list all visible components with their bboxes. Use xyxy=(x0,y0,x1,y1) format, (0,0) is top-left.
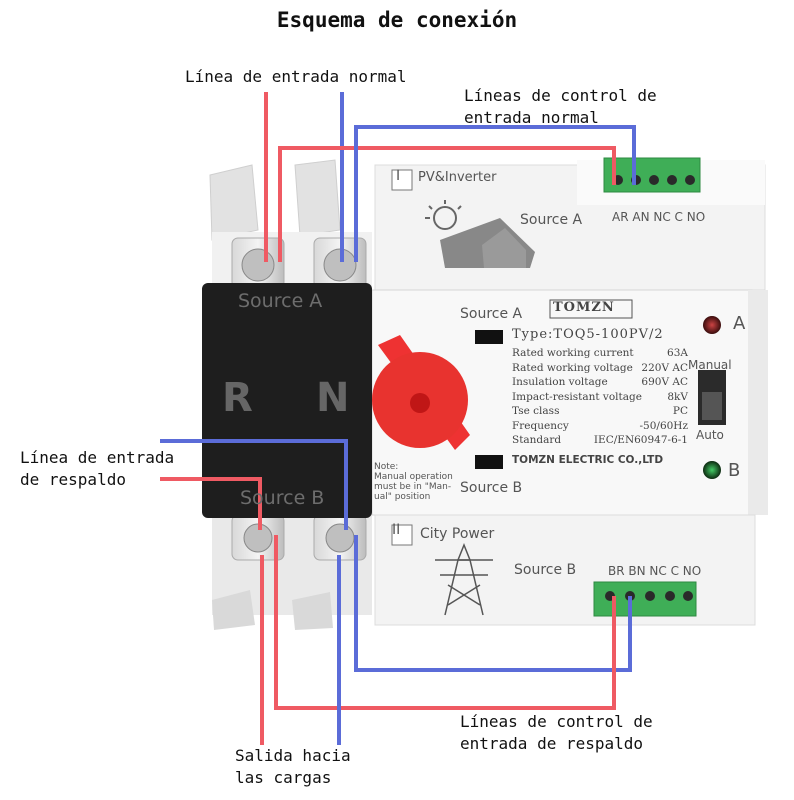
wire-normal-control-neutral xyxy=(354,125,636,262)
upper-source-label: Source A xyxy=(520,212,583,228)
brand-logo: TOMZN xyxy=(553,300,615,315)
phase-n-label: N xyxy=(316,375,350,421)
indicator-a-label: A xyxy=(733,313,746,334)
bottom-screw-terminals xyxy=(231,514,367,561)
label-load-output: Salida hacia las cargas xyxy=(235,746,351,787)
label-normal-input: Línea de entrada normal xyxy=(185,67,407,86)
panel-source-a: Source A xyxy=(460,306,523,322)
upper-module-name: PV&Inverter xyxy=(418,170,497,185)
wire-backup-control-neutral xyxy=(354,535,632,672)
phase-r-label: R xyxy=(222,375,253,421)
black-block-source-a: Source A xyxy=(238,290,323,312)
mode-auto-label: Auto xyxy=(696,428,724,442)
manufacturer-label: TOMZN ELECTRIC CO.,LTD xyxy=(512,454,664,466)
label-normal-control: Líneas de control de entrada normal xyxy=(464,86,657,127)
lower-source-label: Source B xyxy=(514,562,577,578)
diagram-title: Esquema de conexión xyxy=(276,8,518,32)
lower-green-terminal xyxy=(593,581,697,617)
mode-manual-label: Manual xyxy=(688,358,732,372)
spec-row: Frequency-50/60Hz xyxy=(512,419,688,432)
wire-backup-input-neutral xyxy=(160,439,348,530)
wire-normal-control-live xyxy=(278,146,616,262)
upper-terminal-labels: AR AN NC C NO xyxy=(612,210,706,224)
manual-note: Note: Manual operation must be in "Man- … xyxy=(374,462,453,502)
lower-terminal-labels: BR BN NC C NO xyxy=(608,564,702,578)
indicator-b-label: B xyxy=(728,460,741,481)
upper-green-terminal xyxy=(603,157,701,193)
lower-module-roman: II xyxy=(392,522,401,538)
type-label: Type:TOQ5-100PV/2 xyxy=(512,327,664,342)
wire-backup-control-live xyxy=(274,535,616,710)
breaker-black-block xyxy=(202,283,372,518)
lower-module-name: City Power xyxy=(420,526,495,542)
wire-backup-input-live xyxy=(160,477,262,530)
black-block-source-b: Source B xyxy=(240,487,325,509)
upper-module-roman: I xyxy=(396,168,401,184)
label-backup-control: Líneas de control de entrada de respaldo xyxy=(460,712,653,753)
label-backup-input: Línea de entrada de respaldo xyxy=(20,448,175,489)
rotary-handle xyxy=(372,335,470,450)
panel-source-b: Source B xyxy=(460,480,523,496)
